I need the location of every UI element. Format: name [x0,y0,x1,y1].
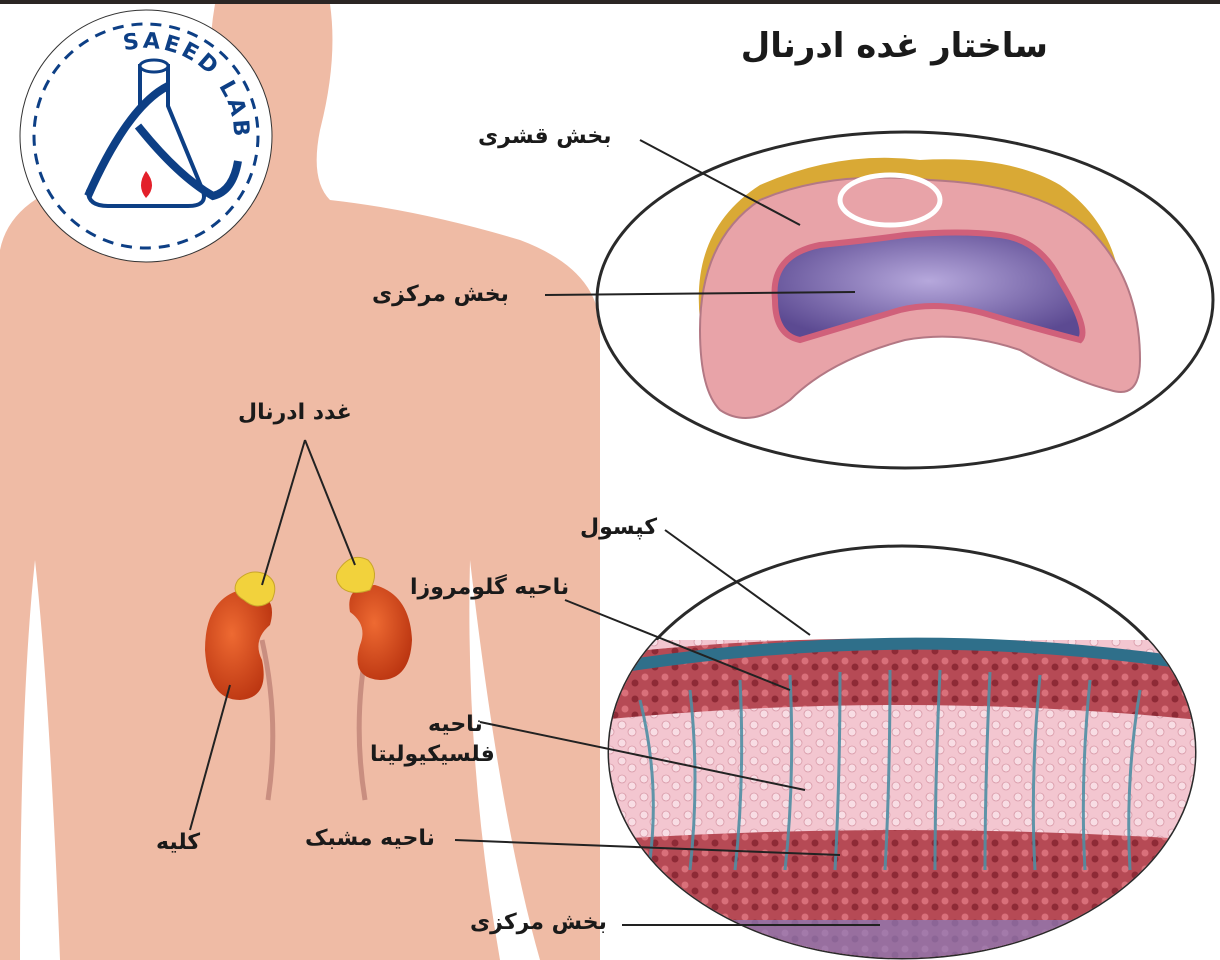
label-adrenal-glands: غدد ادرنال [238,400,352,425]
right-kidney [349,585,412,680]
saeed-lab-logo: SAEED LAB [18,6,275,266]
top-bar [0,0,1220,4]
label-fasciculata-2: فلسیکیولیتا [370,742,495,767]
left-kidney [205,590,272,700]
label-capsule: کپسول [580,515,658,540]
label-cortex-top: بخش قشری [478,124,612,149]
label-glomerulosa: ناحیه گلومروزا [410,575,570,600]
left-adrenal [234,571,276,607]
diagram-title: ساختار غده ادرنال [740,26,1048,66]
medulla [771,229,1086,344]
capsule [609,637,1195,676]
label-reticularis: ناحیه مشبک [305,826,435,851]
right-adrenal [336,556,375,594]
label-kidney: کلیه [156,830,201,855]
label-medulla-bottom: بخش مرکزی [470,910,607,935]
label-medulla-top: بخش مرکزی [372,282,509,307]
label-fasciculata-1: ناحیه [428,712,483,737]
